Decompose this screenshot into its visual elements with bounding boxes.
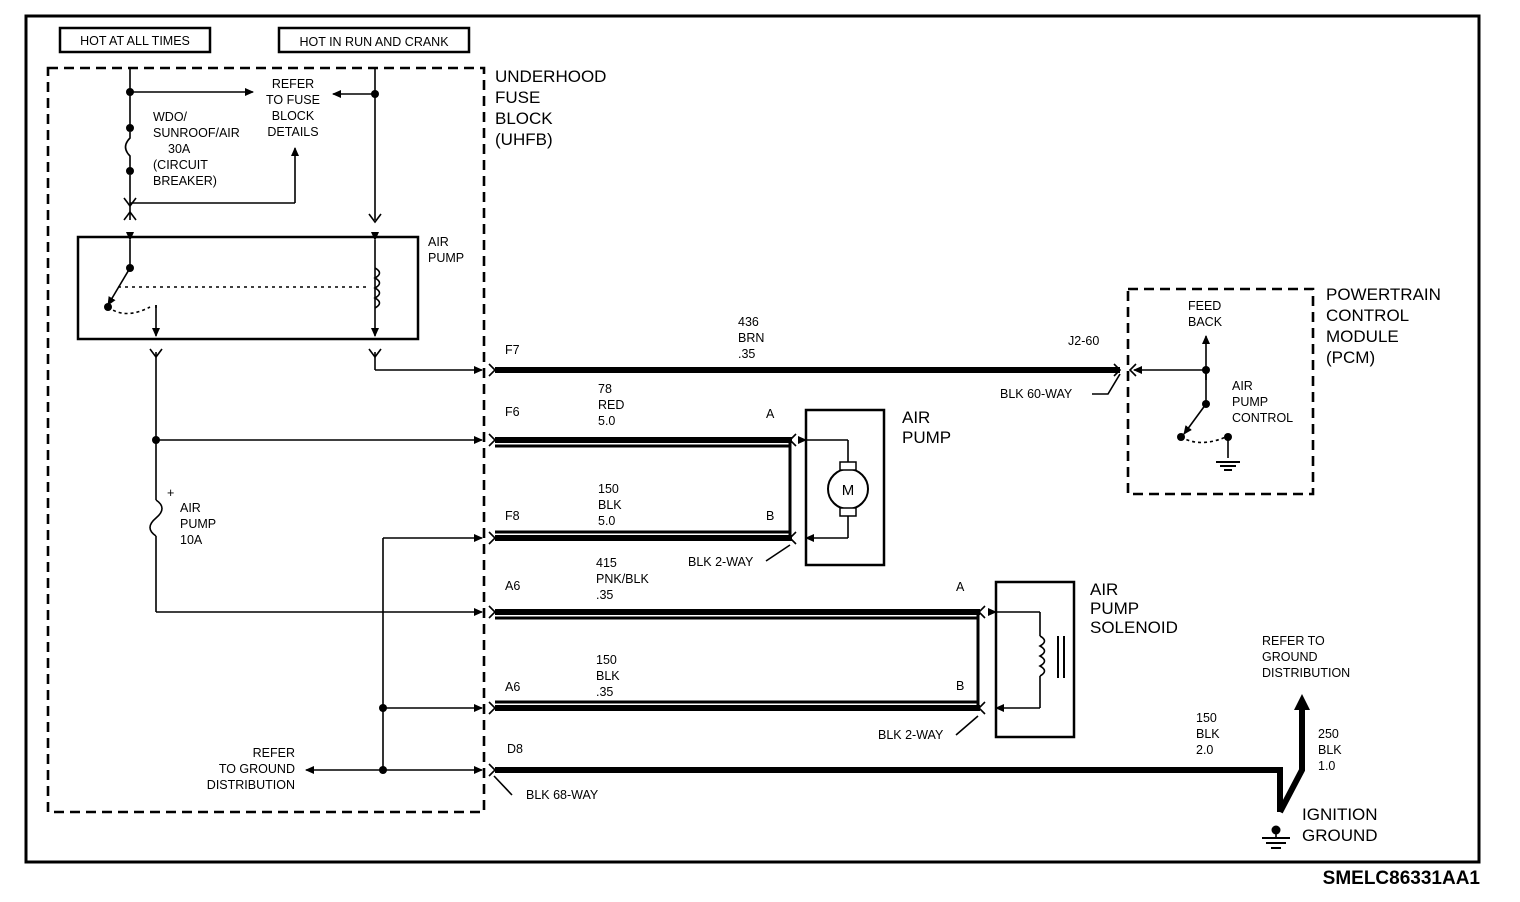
pcm-feedback-line-2: BACK: [1188, 315, 1223, 329]
fuse-label-line-3: 10A: [180, 533, 203, 547]
solenoid-pin-a: A: [956, 580, 965, 594]
refer-fuse-line-2: TO FUSE: [266, 93, 320, 107]
ignition-ground-symbol: [1262, 825, 1290, 849]
internal-ground-bus: [305, 534, 483, 774]
pin-a6-bottom: A6: [505, 680, 520, 694]
pcm-control-line-2: PUMP: [1232, 395, 1268, 409]
circuit-150-ground-wire: [495, 767, 1283, 812]
pin-d8: D8: [507, 742, 523, 756]
air-pump-motor: [788, 408, 886, 567]
uhfb-connector-pins: [488, 363, 497, 777]
refer-fuse-line-4: DETAILS: [267, 125, 318, 139]
circuit-78-color: RED: [598, 398, 624, 412]
circuit-150-pump-color: BLK: [598, 498, 622, 512]
pin-f8: F8: [505, 509, 520, 523]
refer-ground-line-2: TO GROUND: [219, 762, 295, 776]
circuit-436-color: BRN: [738, 331, 764, 345]
pcm-connector-label: BLK 60-WAY: [1000, 387, 1073, 401]
circuit-150-ground-number: 150: [1196, 711, 1217, 725]
hot-at-all-times-label: HOT AT ALL TIMES: [80, 34, 190, 48]
solenoid-title-line-2: PUMP: [1090, 599, 1139, 618]
refer-fuse-line-3: BLOCK: [272, 109, 315, 123]
circuit-150-solenoid-gauge: .35: [596, 685, 613, 699]
circuit-250-gauge: 1.0: [1318, 759, 1335, 773]
refer-ground-line-1: REFER: [253, 746, 295, 760]
pcm-title-line-4: (PCM): [1326, 348, 1375, 367]
pcm-control-line-3: CONTROL: [1232, 411, 1293, 425]
circuit-78-number: 78: [598, 382, 612, 396]
uhfb-title-line-4: (UHFB): [495, 130, 553, 149]
pin-f6: F6: [505, 405, 520, 419]
pcm-title-line-2: CONTROL: [1326, 306, 1409, 325]
circuit-415-color: PNK/BLK: [596, 572, 649, 586]
pcm-internal-circuit: [1128, 335, 1240, 471]
solenoid-pin-b: B: [956, 679, 964, 693]
pump-pin-b: B: [766, 509, 774, 523]
uhfb-connector-label: BLK 68-WAY: [526, 788, 599, 802]
circuit-250-wire: [1277, 708, 1305, 814]
solenoid-title-line-3: SOLENOID: [1090, 618, 1178, 637]
pin-j2-60: J2-60: [1068, 334, 1099, 348]
hot-in-run-and-crank-label: HOT IN RUN AND CRANK: [299, 35, 449, 49]
ignition-ground-line-1: IGNITION: [1302, 805, 1378, 824]
refer-ground-dist-line-3: DISTRIBUTION: [1262, 666, 1350, 680]
air-pump-relay: [76, 232, 420, 341]
circuit-150-pump-number: 150: [598, 482, 619, 496]
uhfb-boundary: [46, 66, 486, 814]
circuit-150-solenoid-color: BLK: [596, 669, 620, 683]
breaker-label-line-5: BREAKER): [153, 174, 217, 188]
ignition-feed-bus: [332, 68, 382, 224]
refer-fuse-line-1: REFER: [272, 77, 314, 91]
breaker-label-line-1: WDO/: [153, 110, 188, 124]
motor-symbol: M: [842, 482, 855, 499]
pump-pin-a: A: [766, 407, 775, 421]
diagram-border: [24, 14, 1481, 864]
circuit-415-gauge: .35: [596, 588, 613, 602]
circuit-250-color: BLK: [1318, 743, 1342, 757]
fuse-label-line-2: PUMP: [180, 517, 216, 531]
pcm-boundary: [1126, 287, 1315, 496]
fuse-polarity: +: [167, 486, 174, 500]
air-pump-title-line-1: AIR: [902, 408, 930, 427]
refer-ground-line-3: DISTRIBUTION: [207, 778, 295, 792]
pcm-control-line-1: AIR: [1232, 379, 1253, 393]
pcm-title-line-3: MODULE: [1326, 327, 1399, 346]
air-pump-connector-label: BLK 2-WAY: [688, 555, 754, 569]
circuit-150-solenoid-number: 150: [596, 653, 617, 667]
pcm-feedback-line-1: FEED: [1188, 299, 1221, 313]
circuit-150-pump-gauge: 5.0: [598, 514, 615, 528]
pin-a6-top: A6: [505, 579, 520, 593]
air-pump-fuse: [149, 499, 483, 616]
solenoid-connector-label: BLK 2-WAY: [878, 728, 944, 742]
circuit-150-ground-color: BLK: [1196, 727, 1220, 741]
battery-feed-bus: [123, 68, 299, 221]
circuit-250-number: 250: [1318, 727, 1339, 741]
relay-label-line-1: AIR: [428, 235, 449, 249]
air-pump-solenoid: [977, 580, 1076, 739]
circuit-415-number: 415: [596, 556, 617, 570]
pcm-title-line-1: POWERTRAIN: [1326, 285, 1441, 304]
breaker-label-line-4: (CIRCUIT: [153, 158, 208, 172]
uhfb-title-line-3: BLOCK: [495, 109, 553, 128]
circuit-436-gauge: .35: [738, 347, 755, 361]
refer-ground-dist-line-2: GROUND: [1262, 650, 1318, 664]
uhfb-title-line-2: FUSE: [495, 88, 540, 107]
pin-f7: F7: [505, 343, 520, 357]
circuit-78-gauge: 5.0: [598, 414, 615, 428]
solenoid-title-line-1: AIR: [1090, 580, 1118, 599]
circuit-436-number: 436: [738, 315, 759, 329]
breaker-label-line-3: 30A: [168, 142, 191, 156]
fuse-label-line-1: AIR: [180, 501, 201, 515]
uhfb-title-line-1: UNDERHOOD: [495, 67, 606, 86]
hot-in-run-and-crank-box: HOT IN RUN AND CRANK: [277, 26, 471, 54]
hot-at-all-times-box: HOT AT ALL TIMES: [58, 26, 212, 54]
circuit-150-ground-gauge: 2.0: [1196, 743, 1213, 757]
breaker-label-line-2: SUNROOF/AIR: [153, 126, 240, 140]
relay-label-line-2: PUMP: [428, 251, 464, 265]
ignition-ground-line-2: GROUND: [1302, 826, 1378, 845]
air-pump-title-line-2: PUMP: [902, 428, 951, 447]
diagram-id: SMELC86331AA1: [1323, 868, 1481, 889]
refer-ground-dist-line-1: REFER TO: [1262, 634, 1325, 648]
